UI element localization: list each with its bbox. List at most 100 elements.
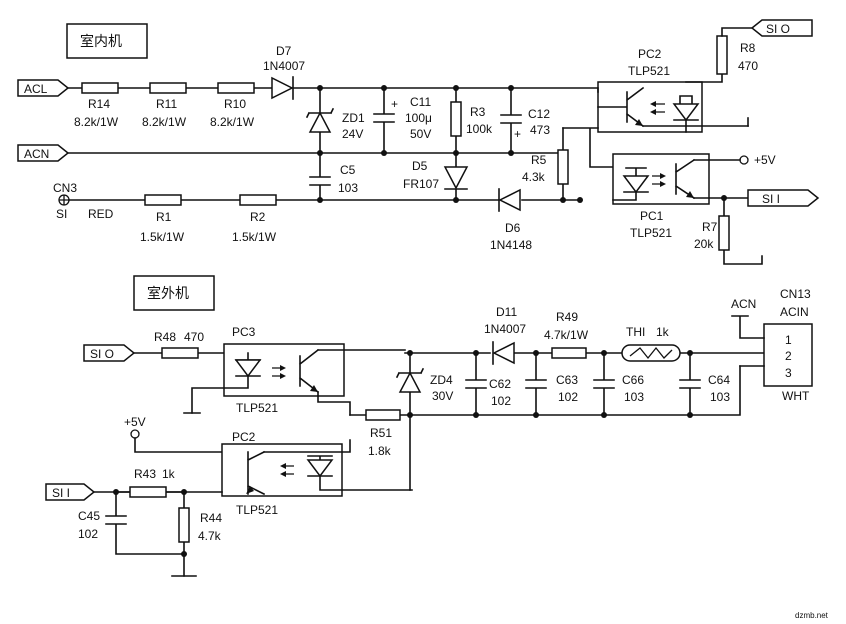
so-terminal-indoor: SI O — [750, 19, 813, 37]
d6-diode: D6 1N4148 — [490, 188, 532, 252]
c12-name: C12 — [528, 107, 550, 121]
r7-name: R7 — [702, 220, 718, 234]
vcc-indoor-label: +5V — [754, 153, 776, 167]
cn3-label: CN3 — [53, 181, 77, 195]
r8-name: R8 — [740, 41, 756, 55]
r2-value: 1.5k/1W — [232, 230, 277, 244]
r8-resistor — [716, 35, 728, 75]
r7-resistor: R7 20k — [694, 197, 763, 265]
vcc-terminal-outdoor: +5V — [124, 415, 146, 439]
r14-name: R14 — [88, 97, 110, 111]
d5-value: FR107 — [403, 177, 439, 191]
pc2-outdoor-name: PC2 — [232, 430, 256, 444]
outdoor-unit-section: 室外机 SI O R48 470 PC3 TLP521 — [45, 275, 813, 577]
cn13-pin3: 3 — [785, 366, 792, 380]
c45-value: 102 — [78, 527, 98, 541]
cn13-pin1: 1 — [785, 333, 792, 347]
r5-value: 4.3k — [522, 170, 546, 184]
r11-resistor — [149, 82, 187, 94]
r49-value: 4.7k/1W — [544, 328, 589, 342]
r49-resistor: R49 4.7k/1W — [544, 310, 589, 359]
acl-terminal: ACL — [17, 79, 70, 97]
c12-value: 473 — [530, 123, 550, 137]
d7-diode: D7 1N4007 — [263, 44, 305, 100]
c5-value: 103 — [338, 181, 358, 195]
r5-resistor: R5 4.3k — [522, 127, 569, 201]
c64-name: C64 — [708, 373, 730, 387]
c11-plus: + — [391, 97, 398, 111]
cn13-color: WHT — [782, 389, 810, 403]
d7-value: 1N4007 — [263, 59, 305, 73]
c66-name: C66 — [622, 373, 644, 387]
r10-resistor — [217, 82, 255, 94]
c64-value: 103 — [710, 390, 730, 404]
r48-value: 470 — [184, 330, 204, 344]
r5-name: R5 — [531, 153, 547, 167]
pc2-outdoor-value: TLP521 — [236, 503, 278, 517]
r51-name: R51 — [370, 426, 392, 440]
acl-label: ACL — [24, 82, 48, 96]
si-terminal-outdoor: SI I — [45, 483, 96, 501]
th1-name: THI — [626, 325, 645, 339]
r3-value: 100k — [466, 122, 493, 136]
r44-name: R44 — [200, 511, 222, 525]
c11-value: 100μ — [405, 111, 432, 125]
zd4-name: ZD4 — [430, 373, 453, 387]
cn13-connector: CN13 ACIN 1 2 3 WHT — [763, 287, 813, 403]
r48-name: R48 — [154, 330, 176, 344]
c11-capacitor: + C11 100μ 50V — [373, 87, 432, 154]
so-terminal-outdoor: SI O — [83, 344, 136, 362]
cn13-name: CN13 — [780, 287, 811, 301]
d11-value: 1N4007 — [484, 322, 526, 336]
r8-value: 470 — [738, 59, 758, 73]
outdoor-title: 室外机 — [147, 285, 189, 302]
r1-resistor — [144, 194, 182, 206]
si-label: SI — [56, 207, 67, 221]
r3-resistor: R3 100k — [450, 87, 493, 154]
r11-value: 8.2k/1W — [142, 115, 187, 129]
r10-value: 8.2k/1W — [210, 115, 255, 129]
r14-resistor — [81, 82, 119, 94]
r51-value: 1.8k — [368, 444, 392, 458]
so-outdoor-label: SI O — [90, 347, 114, 361]
r10-name: R10 — [224, 97, 246, 111]
c63-name: C63 — [556, 373, 578, 387]
si-outdoor-label: SI I — [52, 486, 70, 500]
vcc-outdoor-label: +5V — [124, 415, 146, 429]
c63-value: 102 — [558, 390, 578, 404]
pc2-indoor-value: TLP521 — [628, 64, 670, 78]
indoor-title: 室内机 — [80, 33, 122, 50]
r51-resistor: R51 1.8k — [349, 409, 411, 458]
pc1-indoor-optocoupler: PC1 TLP521 — [612, 153, 710, 240]
acn-terminal: ACN — [17, 144, 70, 162]
zd4-zener: ZD4 30V — [395, 352, 453, 416]
indoor-title-box — [66, 23, 148, 59]
d6-name: D6 — [505, 221, 521, 235]
zd1-zener: ZD1 24V — [305, 87, 365, 154]
si-out-terminal-indoor: SI I — [747, 189, 820, 207]
pc3-name: PC3 — [232, 325, 256, 339]
c62-capacitor: C62 102 — [465, 352, 511, 416]
r43-resistor — [129, 486, 167, 498]
cn13-pin2: 2 — [785, 349, 792, 363]
watermark: dzmb.net — [795, 611, 829, 620]
red-label: RED — [88, 207, 114, 221]
c66-capacitor: C66 103 — [593, 352, 644, 416]
d11-diode: D11 1N4007 — [484, 305, 526, 365]
acn-outdoor-label: ACN — [731, 297, 756, 311]
d5-name: D5 — [412, 159, 428, 173]
so-indoor-label: SI O — [766, 22, 790, 36]
pc1-indoor-name: PC1 — [640, 209, 664, 223]
r3-name: R3 — [470, 105, 486, 119]
th1-value: 1k — [656, 325, 670, 339]
r7-value: 20k — [694, 237, 714, 251]
r43-value: 1k — [162, 467, 176, 481]
d5-diode: D5 FR107 — [403, 152, 469, 201]
zd4-value: 30V — [432, 389, 453, 403]
r48-resistor — [161, 347, 199, 359]
c63-capacitor: C63 102 — [525, 352, 578, 416]
r49-name: R49 — [556, 310, 578, 324]
c5-capacitor: C5 103 — [309, 152, 358, 201]
c11-name: C11 — [410, 95, 431, 109]
